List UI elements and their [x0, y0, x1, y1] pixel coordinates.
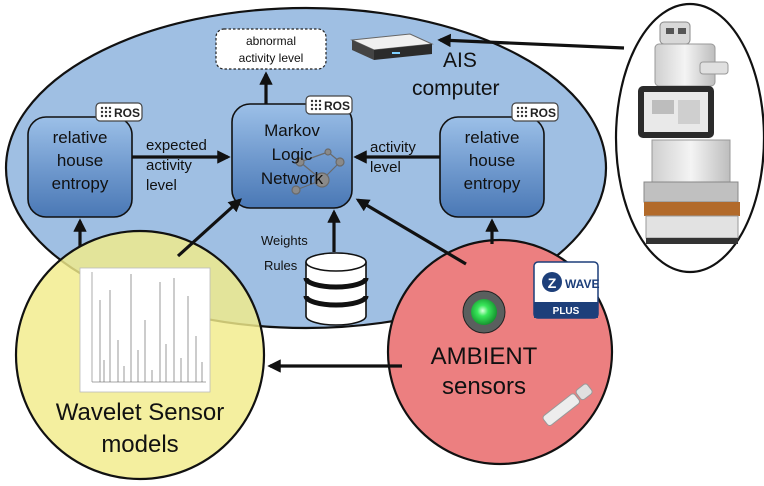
arrows	[73, 33, 625, 373]
zwave-letter: Z	[548, 275, 557, 291]
abnormal-label-1: abnormal	[246, 34, 296, 48]
abnormal-label-2: activity level	[239, 51, 304, 65]
ambient-label-2: sensors	[442, 373, 526, 400]
ambient-label-1: AMBIENT	[431, 343, 538, 370]
left-entropy-label-3: entropy	[52, 174, 109, 193]
activity-label-1: activity	[370, 139, 416, 156]
ais-computer-label-2: computer	[412, 77, 500, 100]
zwave-plus-label: PLUS	[553, 306, 580, 317]
zwave-word: WAVE	[565, 277, 599, 291]
database-icon	[303, 252, 369, 326]
mln-label-3: Network	[261, 169, 324, 188]
ros-label-right: ROS	[530, 106, 556, 120]
arrow-wavelet-to-mln	[176, 198, 242, 258]
wavelet-label-1: Wavelet Sensor	[56, 399, 225, 426]
right-entropy-label-2: house	[469, 151, 515, 170]
robot-image	[638, 21, 740, 244]
right-entropy-box	[439, 116, 545, 218]
left-entropy-label-1: relative	[53, 128, 108, 147]
ros-label-left: ROS	[114, 106, 140, 120]
abnormal-output-box	[215, 28, 327, 70]
activity-label-2: level	[370, 159, 401, 176]
right-entropy-label-1: relative	[465, 128, 520, 147]
zwave-plus-logo: Z WAVE PLUS	[533, 261, 599, 319]
arrow-robot-to-pc	[437, 33, 625, 50]
mini-pc-icon	[350, 33, 434, 60]
door-sensor-icon	[542, 383, 593, 427]
right-entropy-label-3: entropy	[464, 174, 521, 193]
ros-badge-center: ROS	[305, 95, 353, 115]
wavelet-label-2: models	[101, 431, 178, 458]
db-rules-label: Rules	[264, 258, 298, 273]
wavelet-plot-thumbnail	[79, 267, 211, 393]
left-entropy-box	[27, 116, 133, 218]
ais-computer-label-1: AIS	[443, 49, 477, 72]
ros-badge-left: ROS	[95, 102, 143, 122]
left-entropy-label-2: house	[57, 151, 103, 170]
mln-label-2: Logic	[272, 145, 313, 164]
expected-label-3: level	[146, 177, 177, 194]
expected-label-2: activity	[146, 157, 192, 174]
ros-badge-right: ROS	[511, 102, 559, 122]
led-sensor-icon	[462, 290, 506, 334]
expected-label-1: expected	[146, 137, 207, 154]
network-graph-icon	[291, 148, 345, 195]
arrow-ambient-to-mln	[355, 198, 467, 266]
mln-label-1: Markov	[264, 121, 320, 140]
ros-label-center: ROS	[324, 99, 350, 113]
db-weights-label: Weights	[261, 233, 308, 248]
